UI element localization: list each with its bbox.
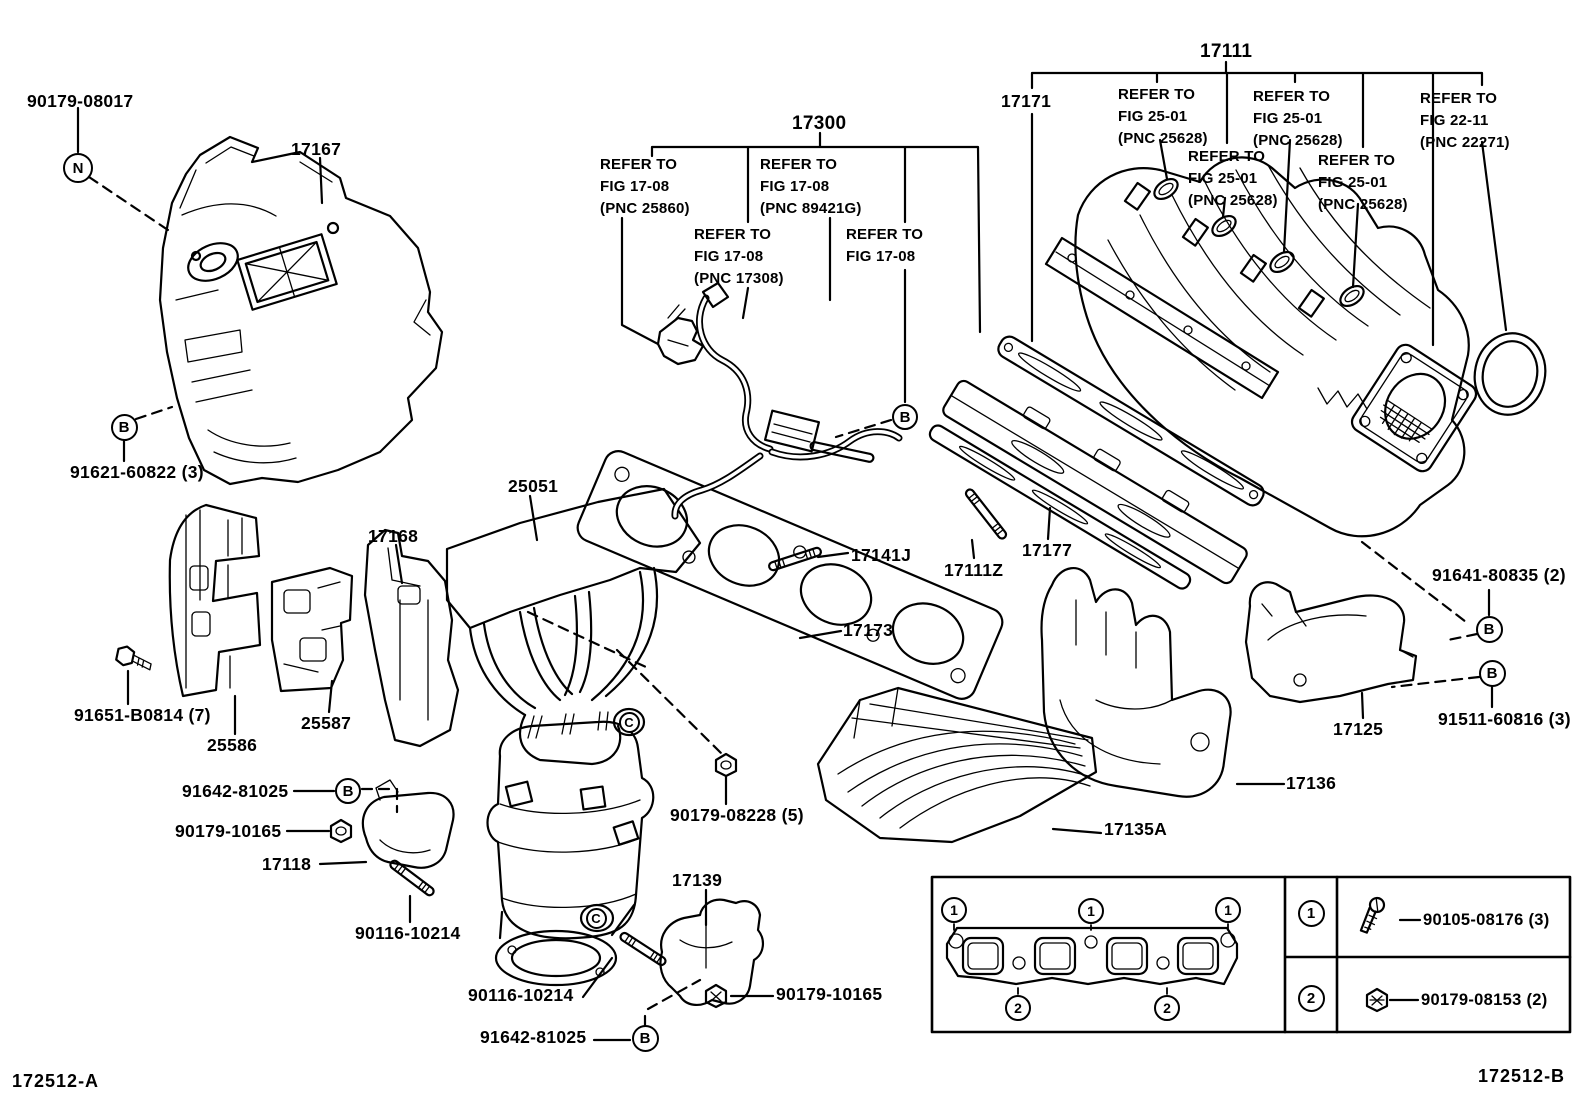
label-90179-10165-lower: 90179-10165 xyxy=(776,984,883,1004)
part-17136-manifold-stay-drawing xyxy=(1040,567,1232,798)
refer-note-fig17-08-pnc25860: REFER TO FIG 17-08 (PNC 25860) xyxy=(600,156,690,217)
label-90116-10214-upper: 90116-10214 xyxy=(355,923,461,943)
legend-table xyxy=(930,875,1572,1034)
label-17139: 17139 xyxy=(672,870,723,890)
legend-part-1: 90105-08176 (3) xyxy=(1423,911,1550,929)
part-17300-hose-assembly-drawing xyxy=(656,281,903,520)
part-17135A-heat-insulator-drawing xyxy=(816,686,1098,844)
legend-gasket-marker-2-3: 2 xyxy=(1005,995,1031,1021)
callout-B-hose: B xyxy=(892,404,918,430)
refer-note-fig25-01-a: REFER TO FIG 25-01 (PNC 25628) xyxy=(1118,86,1208,147)
label-17125: 17125 xyxy=(1333,719,1384,739)
callout-C-manifold-upper: C xyxy=(618,711,640,733)
page-code-left: 172512-A xyxy=(12,1071,100,1091)
part-17177-manifold-gasket-drawing xyxy=(928,379,1248,590)
callout-C-manifold-lower: C xyxy=(585,907,607,929)
label-91621-60822: 91621-60822 (3) xyxy=(70,462,204,482)
page-code-right: 172512-B xyxy=(1478,1066,1566,1086)
refer-note-fig25-01-c: REFER TO FIG 25-01 (PNC 25628) xyxy=(1188,148,1278,209)
part-25587-heat-shield-drawing xyxy=(270,566,354,693)
label-91642-81025-upper: 91642-81025 xyxy=(182,781,289,801)
part-17125-stay-drawing xyxy=(1244,581,1418,704)
legend-part-2: 90179-08153 (2) xyxy=(1421,991,1548,1009)
callout-B-91511: B xyxy=(1478,659,1506,687)
legend-gasket-marker-2-4: 2 xyxy=(1154,995,1180,1021)
fastener-glyphs xyxy=(115,488,1389,1013)
legend-num-2: 2 xyxy=(1297,984,1325,1012)
part-17167-heat-shield-drawing xyxy=(158,135,444,486)
label-90116-10214-lower: 90116-10214 xyxy=(468,985,574,1005)
label-91641-80835: 91641-80835 (2) xyxy=(1432,565,1566,585)
refer-note-fig25-01-d: REFER TO FIG 25-01 (PNC 25628) xyxy=(1318,152,1408,213)
callout-B-91621: B xyxy=(110,413,138,441)
label-17167: 17167 xyxy=(291,139,342,159)
part-intake-manifold-assembly-drawing xyxy=(1044,156,1547,538)
part-17173-exhaust-gasket-drawing xyxy=(576,450,1004,700)
refer-note-fig22-11-pnc22271: REFER TO FIG 22-11 (PNC 22271) xyxy=(1420,90,1510,151)
label-17141J: 17141J xyxy=(851,545,912,565)
callout-B-91642-upper: B xyxy=(335,778,361,804)
part-17139-bracket-drawing xyxy=(659,898,764,1006)
label-17173: 17173 xyxy=(843,620,894,640)
part-17168-heat-shield-drawing xyxy=(363,528,460,748)
legend-gasket-marker-1-0: 1 xyxy=(941,897,967,923)
dashed-lines xyxy=(87,175,1481,1028)
label-17136: 17136 xyxy=(1286,773,1337,793)
part-25051-exhaust-manifold-converter-drawing xyxy=(445,487,702,987)
label-91651-B0814: 91651-B0814 (7) xyxy=(74,705,211,725)
label-17111Z: 17111Z xyxy=(944,560,1004,580)
label-17135A: 17135A xyxy=(1104,819,1168,839)
label-91511-60816: 91511-60816 (3) xyxy=(1438,709,1571,729)
callout-B-91641: B xyxy=(1475,615,1503,643)
callout-N: N xyxy=(63,153,93,183)
label-90179-08228: 90179-08228 (5) xyxy=(670,805,804,825)
label-91642-81025-lower: 91642-81025 xyxy=(480,1027,587,1047)
refer-note-fig25-01-b: REFER TO FIG 25-01 (PNC 25628) xyxy=(1253,88,1343,149)
callout-B-91642-lower: B xyxy=(631,1024,659,1052)
refer-note-fig17-08: REFER TO FIG 17-08 xyxy=(846,226,924,265)
refer-note-fig17-08-pnc17308: REFER TO FIG 17-08 (PNC 17308) xyxy=(694,226,784,287)
label-90179-10165-upper: 90179-10165 xyxy=(175,821,282,841)
label-17118: 17118 xyxy=(262,854,312,874)
label-17111: 17111 xyxy=(1200,41,1253,62)
label-17300: 17300 xyxy=(792,113,847,134)
refer-note-fig17-08-pnc89421G: REFER TO FIG 17-08 (PNC 89421G) xyxy=(760,156,862,217)
legend-num-1: 1 xyxy=(1297,899,1325,927)
label-25051: 25051 xyxy=(508,476,559,496)
label-17171: 17171 xyxy=(1001,91,1052,111)
part-17118-bracket-drawing xyxy=(361,779,455,869)
legend-gasket-marker-1-2: 1 xyxy=(1215,897,1241,923)
legend-gasket-marker-1-1: 1 xyxy=(1078,898,1104,924)
label-17168: 17168 xyxy=(368,526,419,546)
label-25587: 25587 xyxy=(301,713,352,733)
part-25586-heat-shield-drawing xyxy=(168,503,262,698)
label-17177: 17177 xyxy=(1022,540,1073,560)
part-17171-plenum-gasket-drawing xyxy=(997,335,1265,507)
label-90179-08017: 90179-08017 xyxy=(27,91,134,111)
label-25586: 25586 xyxy=(207,735,258,755)
